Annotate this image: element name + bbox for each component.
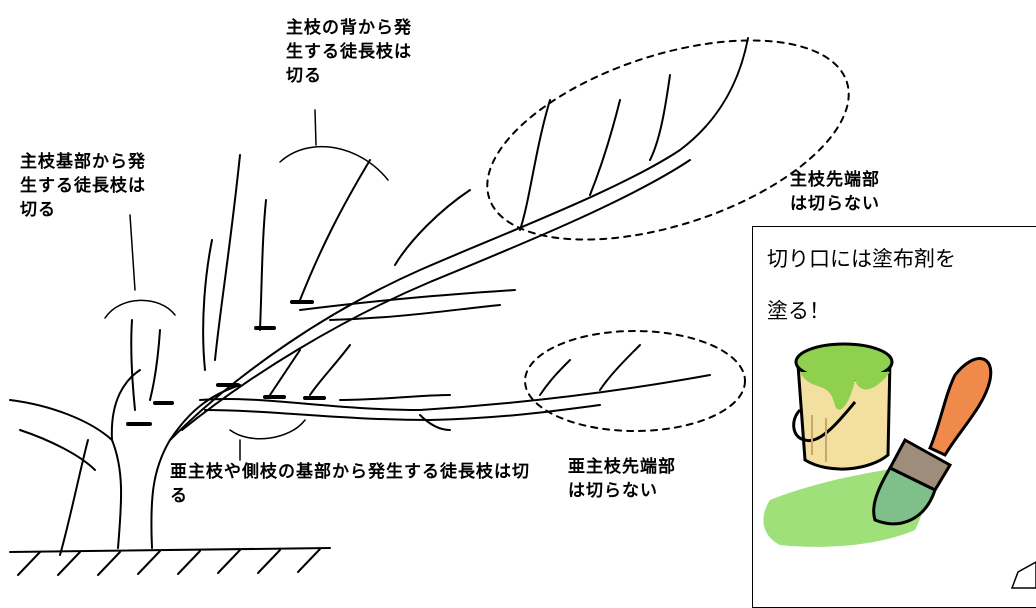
note-text: 切り口には塗布剤を 塗る！ [767,247,956,323]
sub-branch [199,344,711,431]
vertical-shoots [130,74,671,411]
label-base-shoots: 主枝基部から発 生する徒長枝は 切る [20,152,146,220]
indicator-arcs [104,109,389,461]
tree-pruning-diagram [9,37,850,576]
label-main-tip: 主枝先端部 は切らない [790,170,880,214]
paintbrush-icon [872,357,993,526]
paint-can-and-brush-icon [763,342,1036,589]
trunk [9,369,241,556]
label-back-shoots: 主枝の背から発 生する徒長枝は 切る [286,18,412,86]
main-branch [169,37,749,441]
dashed-ellipses [486,39,850,432]
label-sub-base: 亜主枝や側枝の基部から発生する徒長枝は切 る [170,462,530,506]
ground-hatching [9,547,331,576]
label-sub-tip: 亜主枝先端部 は切らない [568,457,676,501]
cut-marks [126,300,326,426]
paint-can-icon [792,342,894,471]
paper-corner [1010,561,1036,589]
